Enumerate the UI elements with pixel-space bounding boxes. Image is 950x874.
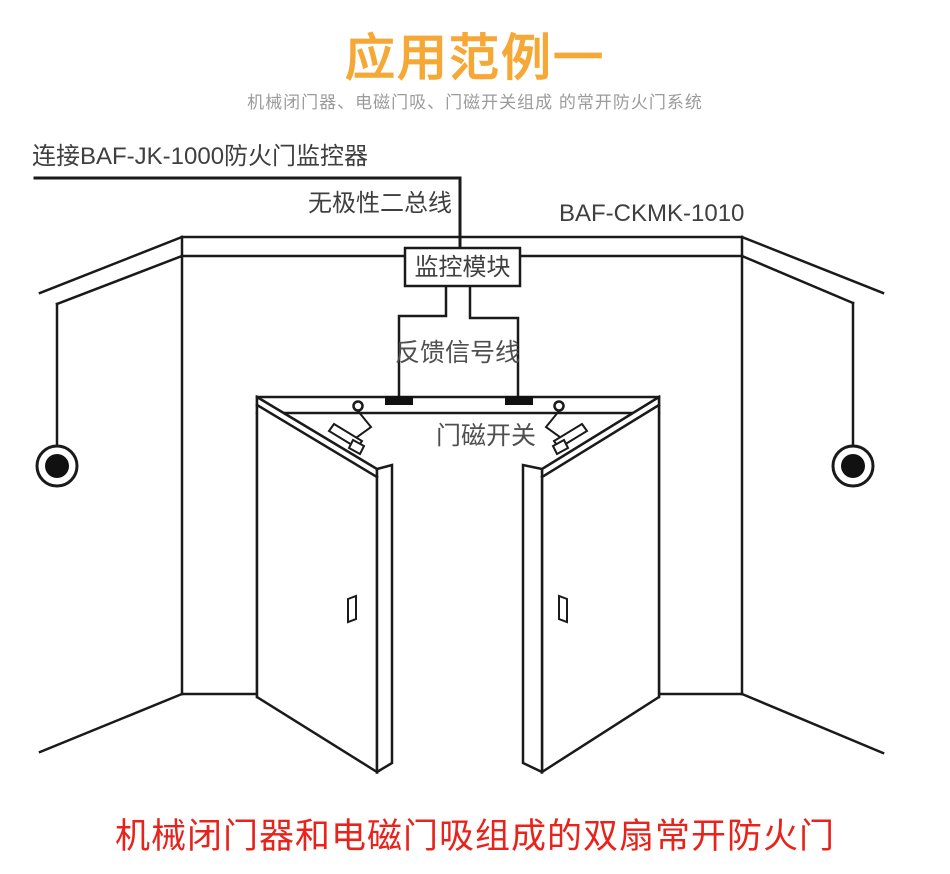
page-title: 应用范例一 [345, 30, 605, 86]
door-holder-left-icon [35, 444, 79, 488]
left-door [255, 394, 394, 775]
monitor-module-box [403, 246, 522, 288]
right-door [521, 394, 661, 775]
module-model-label: BAF-CKMK-1010 [559, 200, 745, 227]
page-subtitle: 机械闭门器、电磁门吸、门磁开关组成 的常开防火门系统 [247, 93, 703, 112]
right-door-handle [558, 594, 568, 624]
feedback-signal-label: 反馈信号线 [395, 339, 521, 367]
holder-wires [55, 301, 855, 448]
door-switch-label: 门磁开关 [436, 422, 537, 450]
feedback-wires [397, 284, 520, 399]
monitor-module-label: 监控模块 [414, 254, 511, 281]
door-holder-right-icon [831, 444, 875, 488]
left-door-handle [347, 594, 357, 624]
door-switch-left-icon [327, 396, 413, 456]
bus-line-label: 无极性二总线 [308, 190, 452, 217]
connect-monitor-label: 连接BAF-JK-1000防火门监控器 [32, 143, 369, 170]
door-switch-right-icon [505, 396, 589, 456]
bottom-caption: 机械闭门器和电磁门吸组成的双扇常开防火门 [114, 817, 835, 856]
wall-lines [38, 235, 885, 755]
